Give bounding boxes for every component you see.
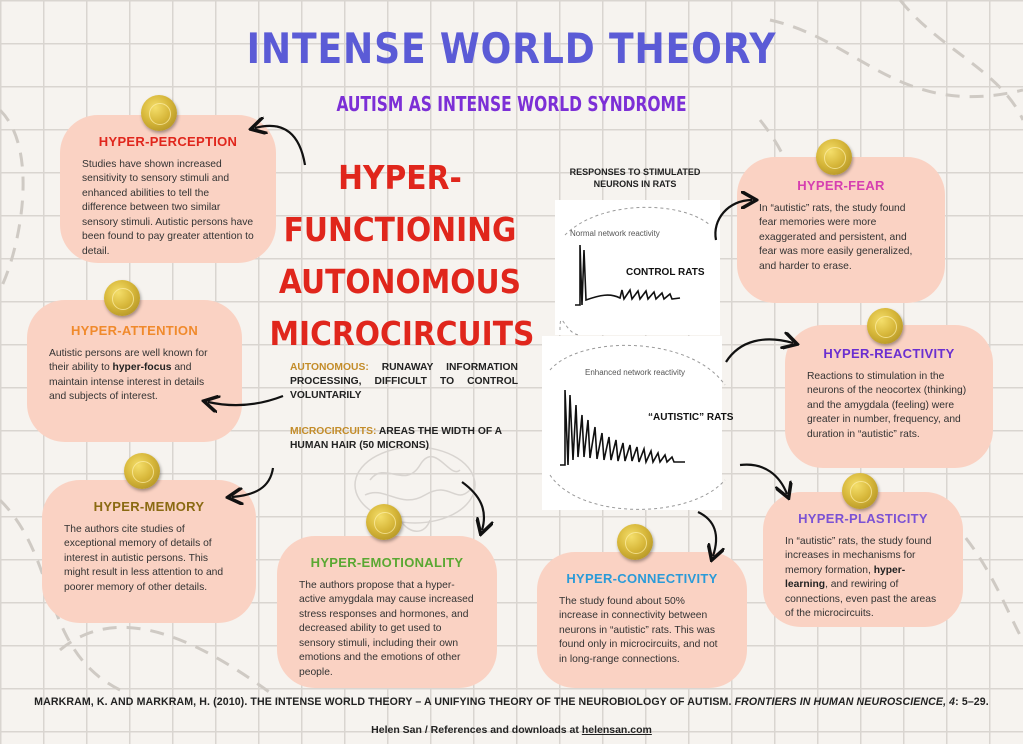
card-hyper-perception: HYPER-PERCEPTION Studies have shown incr… (60, 115, 276, 263)
card-text: In “autistic” rats, the study found incr… (785, 535, 941, 622)
card-hyper-plasticity: HYPER-PLASTICITY In “autistic” rats, the… (763, 492, 963, 627)
enhanced-caption: Enhanced network reactivity (585, 368, 686, 377)
card-hyper-fear: HYPER-FEAR In “autistic” rats, the study… (737, 157, 945, 303)
definition-autonomous: AUTONOMOUS: RUNAWAY INFORMATION PROCESSI… (290, 361, 518, 403)
pin-icon (867, 308, 903, 344)
footer-link[interactable]: helensan.com (581, 724, 652, 736)
card-text: The authors propose that a hyper-active … (299, 579, 474, 678)
footer: Helen San / References and downloads at … (0, 724, 1023, 736)
card-text: In “autistic” rats, the study found fear… (759, 202, 913, 272)
card-hyper-reactivity: HYPER-REACTIVITY Reactions to stimulatio… (785, 325, 993, 468)
microcircuits-term: MICROCIRCUITS: (290, 426, 377, 437)
graph-control-panel (555, 200, 720, 335)
microcircuits-text: AREAS THE WIDTH OF A HUMAN HAIR (50 MICR… (290, 426, 502, 451)
pin-icon (842, 473, 878, 509)
plasticity-text-post: , and rewiring of connections, even past… (785, 579, 937, 619)
card-text: The authors cite studies of exceptional … (64, 523, 224, 593)
card-hyper-attention: HYPER-ATTENTION Autistic persons are wel… (27, 300, 242, 442)
card-title: HYPER-CONNECTIVITY (566, 571, 718, 586)
attention-text-bold: hyper-focus (112, 362, 172, 373)
central-line: MICROCIRCUITS (269, 314, 535, 353)
graph-title: RESPONSES TO STIMULATED NEURONS IN RATS (569, 167, 701, 189)
pin-icon (124, 453, 160, 489)
central-heading: HYPER- FUNCTIONING AUTONOMOUS MICROCIRCU… (269, 152, 535, 360)
card-title: HYPER-ATTENTION (70, 323, 199, 338)
citation: MARKRAM, K. AND MARKRAM, H. (2010). THE … (0, 696, 1023, 708)
page-subtitle: AUTISM AS INTENSE WORLD SYNDROME (336, 92, 687, 116)
card-title: HYPER-REACTIVITY (823, 346, 955, 361)
control-trace (575, 244, 681, 306)
definition-microcircuits: MICROCIRCUITS: AREAS THE WIDTH OF A HUMA… (290, 425, 512, 453)
pin-icon (141, 95, 177, 131)
card-text: The study found about 50% increase in co… (559, 595, 718, 665)
brain-sketch (354, 446, 476, 532)
card-text: Autistic persons are well known for thei… (49, 347, 220, 405)
card-title: HYPER-EMOTIONALITY (310, 555, 464, 570)
card-hyper-connectivity: HYPER-CONNECTIVITY The study found about… (537, 552, 747, 688)
card-text: Studies have shown increased sensitivity… (82, 158, 254, 257)
autistic-rats-label: “AUTISTIC” RATS (648, 412, 734, 423)
footer-text: Helen San / References and downloads at (371, 724, 582, 736)
card-title: HYPER-PERCEPTION (98, 134, 238, 149)
central-line: FUNCTIONING (283, 210, 517, 249)
control-rats-label: CONTROL RATS (626, 267, 705, 278)
central-line: AUTONOMOUS (278, 262, 522, 301)
card-hyper-emotionality: HYPER-EMOTIONALITY The authors propose t… (277, 536, 497, 688)
citation-pages: : 5–29. (955, 696, 989, 708)
card-text: Reactions to stimulation in the neurons … (807, 370, 967, 440)
page-title: INTENSE WORLD THEORY (246, 24, 777, 73)
card-hyper-memory: HYPER-MEMORY The authors cite studies of… (42, 480, 256, 623)
card-title: HYPER-MEMORY (93, 499, 205, 514)
card-title: HYPER-FEAR (797, 178, 885, 193)
autonomous-term: AUTONOMOUS: (290, 362, 369, 373)
autistic-trace (560, 389, 685, 466)
pin-icon (617, 524, 653, 560)
central-line: HYPER- (338, 158, 462, 197)
citation-journal: FRONTIERS IN HUMAN NEUROSCIENCE, 4 (734, 696, 956, 708)
card-title: HYPER-PLASTICITY (798, 511, 928, 526)
pin-icon (104, 280, 140, 316)
plasticity-text-bold: hyper-learning (785, 564, 906, 591)
normal-caption: Normal network reactivity (570, 229, 660, 238)
plasticity-text-pre: In “autistic” rats, the study found incr… (785, 535, 932, 576)
neuron-response-graph (549, 206, 726, 510)
attention-text-pre: Autistic persons are well known for thei… (49, 347, 208, 374)
citation-text: MARKRAM, K. AND MARKRAM, H. (2010). THE … (34, 696, 735, 708)
pin-icon (816, 139, 852, 175)
autonomous-text: RUNAWAY INFORMATION PROCESSING, DIFFICUL… (290, 362, 518, 401)
pin-icon (366, 504, 402, 540)
attention-text-post: and maintain intense interest in details… (49, 362, 205, 402)
